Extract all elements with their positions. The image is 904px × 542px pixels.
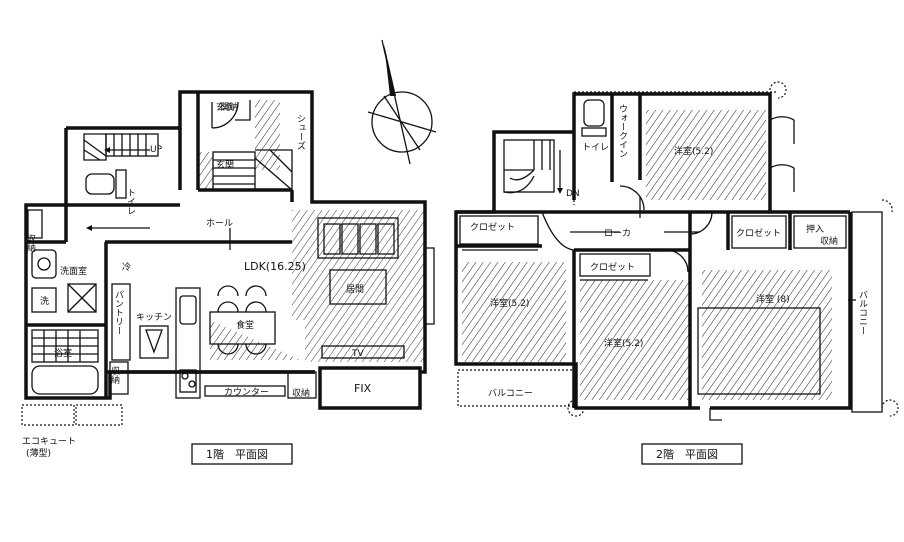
label-walkin: ウォークイン — [617, 104, 628, 158]
label-ecocute: エコキュート — [22, 437, 76, 447]
label-corridor: ローカ — [604, 228, 631, 239]
label-tv: TV — [351, 349, 364, 359]
label-living: 居間 — [346, 284, 364, 295]
label-hall: ホール — [206, 218, 233, 229]
stairs-1f — [83, 133, 159, 161]
label-shoes: シューズ — [295, 114, 306, 150]
label-storage-right: 収納 — [292, 387, 310, 399]
label-closet-e: クロゼット — [736, 227, 781, 239]
label-genkan-storage: 玄関収納 — [216, 101, 238, 113]
floor1-caption: 1階 平面図 — [206, 447, 268, 461]
label-toilet-1f: トイレ — [125, 188, 136, 215]
label-storage-left: 収納 — [25, 233, 36, 253]
label-bath: 浴室 — [54, 347, 72, 359]
label-storage-kitchen: 収納 — [109, 365, 120, 385]
floor1-plan — [21, 90, 435, 465]
label-balcony-e: バルコニー — [857, 290, 868, 335]
label-ref: 冷 — [122, 261, 131, 273]
floor2-plan — [454, 81, 899, 465]
label-balcony-s: バルコニー — [488, 388, 533, 399]
label-genkan: 玄関 — [216, 159, 234, 171]
stairs-2f — [503, 139, 563, 194]
label-dn: DN — [566, 189, 580, 199]
north-compass-icon — [367, 39, 437, 165]
label-oshiire-2: 収納 — [820, 235, 838, 247]
floor2-caption: 2階 平面図 — [656, 447, 718, 461]
label-fix: FIX — [354, 382, 372, 395]
label-western-w: 洋室(5.2) — [490, 297, 529, 309]
label-toilet-2f: トイレ — [582, 143, 609, 153]
label-dining: 食堂 — [236, 319, 254, 331]
label-closet-w: クロゼット — [470, 221, 515, 233]
label-ldk: LDK(16.25) — [244, 260, 306, 273]
label-oshiire: 押入 — [806, 223, 824, 235]
label-kitchen: キッチン — [136, 312, 172, 323]
label-closet-c: クロゼット — [590, 261, 635, 273]
label-wash-room: 洗面室 — [60, 265, 87, 277]
label-western-e: 洋室 (8) — [756, 293, 790, 305]
label-wash: 洗 — [40, 295, 49, 307]
label-pantry: パントリー — [113, 290, 124, 335]
label-western-ne: 洋室(5.2) — [674, 145, 713, 157]
label-ecocute-type: (薄型) — [26, 447, 51, 459]
label-up: UP — [150, 145, 163, 155]
label-western-c: 洋室(5.2) — [604, 337, 643, 349]
label-counter: カウンター — [224, 387, 269, 398]
